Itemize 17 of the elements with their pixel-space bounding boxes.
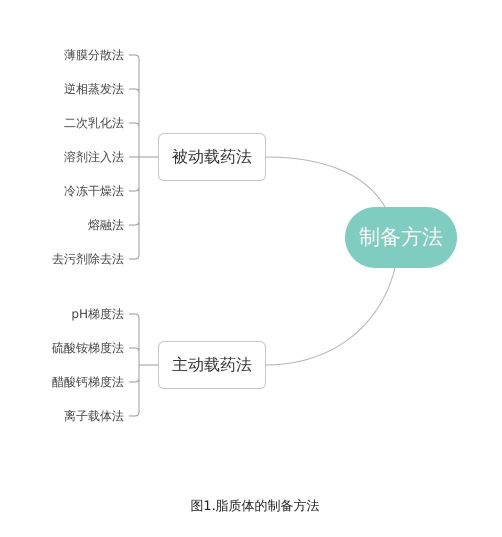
- branch-topic-box: 被动载药法: [158, 133, 266, 181]
- root-topic-pill: 制备方法: [345, 207, 457, 268]
- leaf-topic-text: 薄膜分散法: [64, 46, 124, 64]
- leaf-topic-text: 二次乳化法: [64, 114, 124, 132]
- curved-connector: [266, 156, 386, 208]
- leaf-topic-text: 熔融法: [88, 216, 124, 234]
- branch-topic-box: 主动载药法: [158, 341, 266, 389]
- leaf-topic-text: pH梯度法: [71, 305, 124, 323]
- leaf-topic-text: 醋酸钙梯度法: [52, 373, 124, 391]
- leaf-topic-text: 去污剂除去法: [52, 250, 124, 268]
- leaf-topic-text: 离子载体法: [64, 407, 124, 425]
- curved-connector: [266, 268, 396, 366]
- leaf-topic-text: 冷冻干燥法: [64, 182, 124, 200]
- leaf-topic-text: 硫酸铵梯度法: [52, 339, 124, 357]
- figure-caption: 图1.脂质体的制备方法: [189, 498, 321, 516]
- leaf-topic-text: 溶剂注入法: [64, 148, 124, 166]
- leaf-topic-text: 逆相蒸发法: [64, 80, 124, 98]
